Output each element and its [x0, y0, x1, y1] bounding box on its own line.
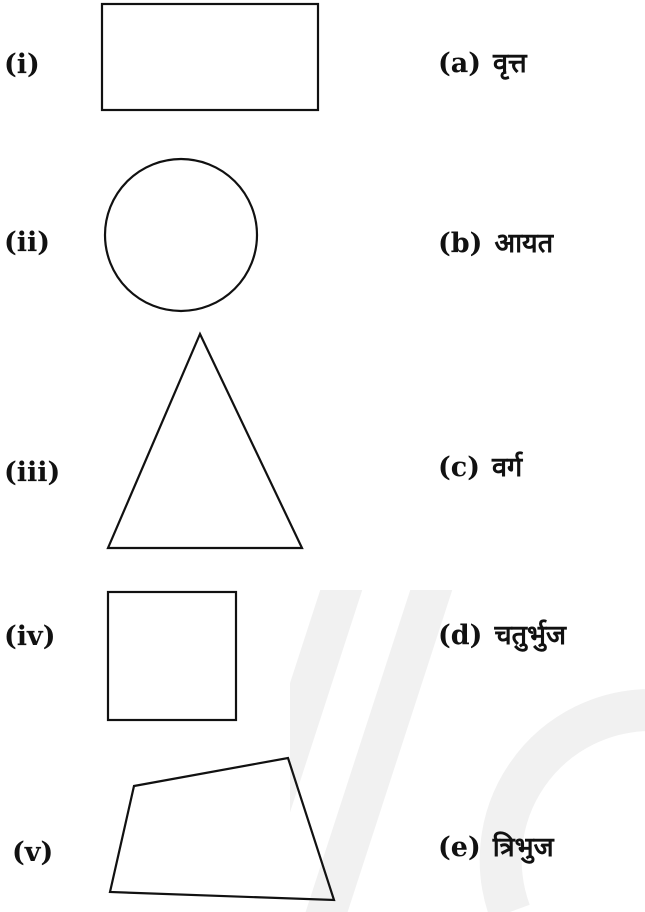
option-word: आयत — [494, 228, 554, 259]
option-letter: (d) — [438, 620, 483, 651]
numeral-label: (i) — [4, 49, 40, 80]
quadrilateral-icon — [108, 756, 336, 902]
option-letter: (e) — [438, 832, 481, 863]
option-d: (d) चतुर्भुज — [438, 620, 566, 652]
option-b: (b) आयत — [438, 228, 553, 260]
option-word: वृत्त — [493, 48, 527, 79]
circle-icon — [103, 157, 259, 313]
option-a: (a) वृत्त — [438, 48, 527, 80]
numeral-label: (v) — [12, 837, 54, 868]
option-c: (c) वर्ग — [438, 452, 522, 484]
option-letter: (b) — [438, 228, 483, 259]
triangle-icon — [106, 331, 304, 550]
numeral-label: (iv) — [4, 621, 56, 652]
option-letter: (c) — [438, 452, 480, 483]
option-letter: (a) — [438, 48, 482, 79]
numeral-label: (iii) — [4, 457, 61, 488]
numeral-label: (ii) — [4, 227, 51, 258]
square-icon — [106, 590, 238, 722]
option-e: (e) त्रिभुज — [438, 832, 554, 864]
rectangle-icon — [100, 2, 320, 112]
option-word: त्रिभुज — [492, 832, 554, 863]
option-word: वर्ग — [492, 452, 523, 483]
option-word: चतुर्भुज — [494, 620, 566, 651]
